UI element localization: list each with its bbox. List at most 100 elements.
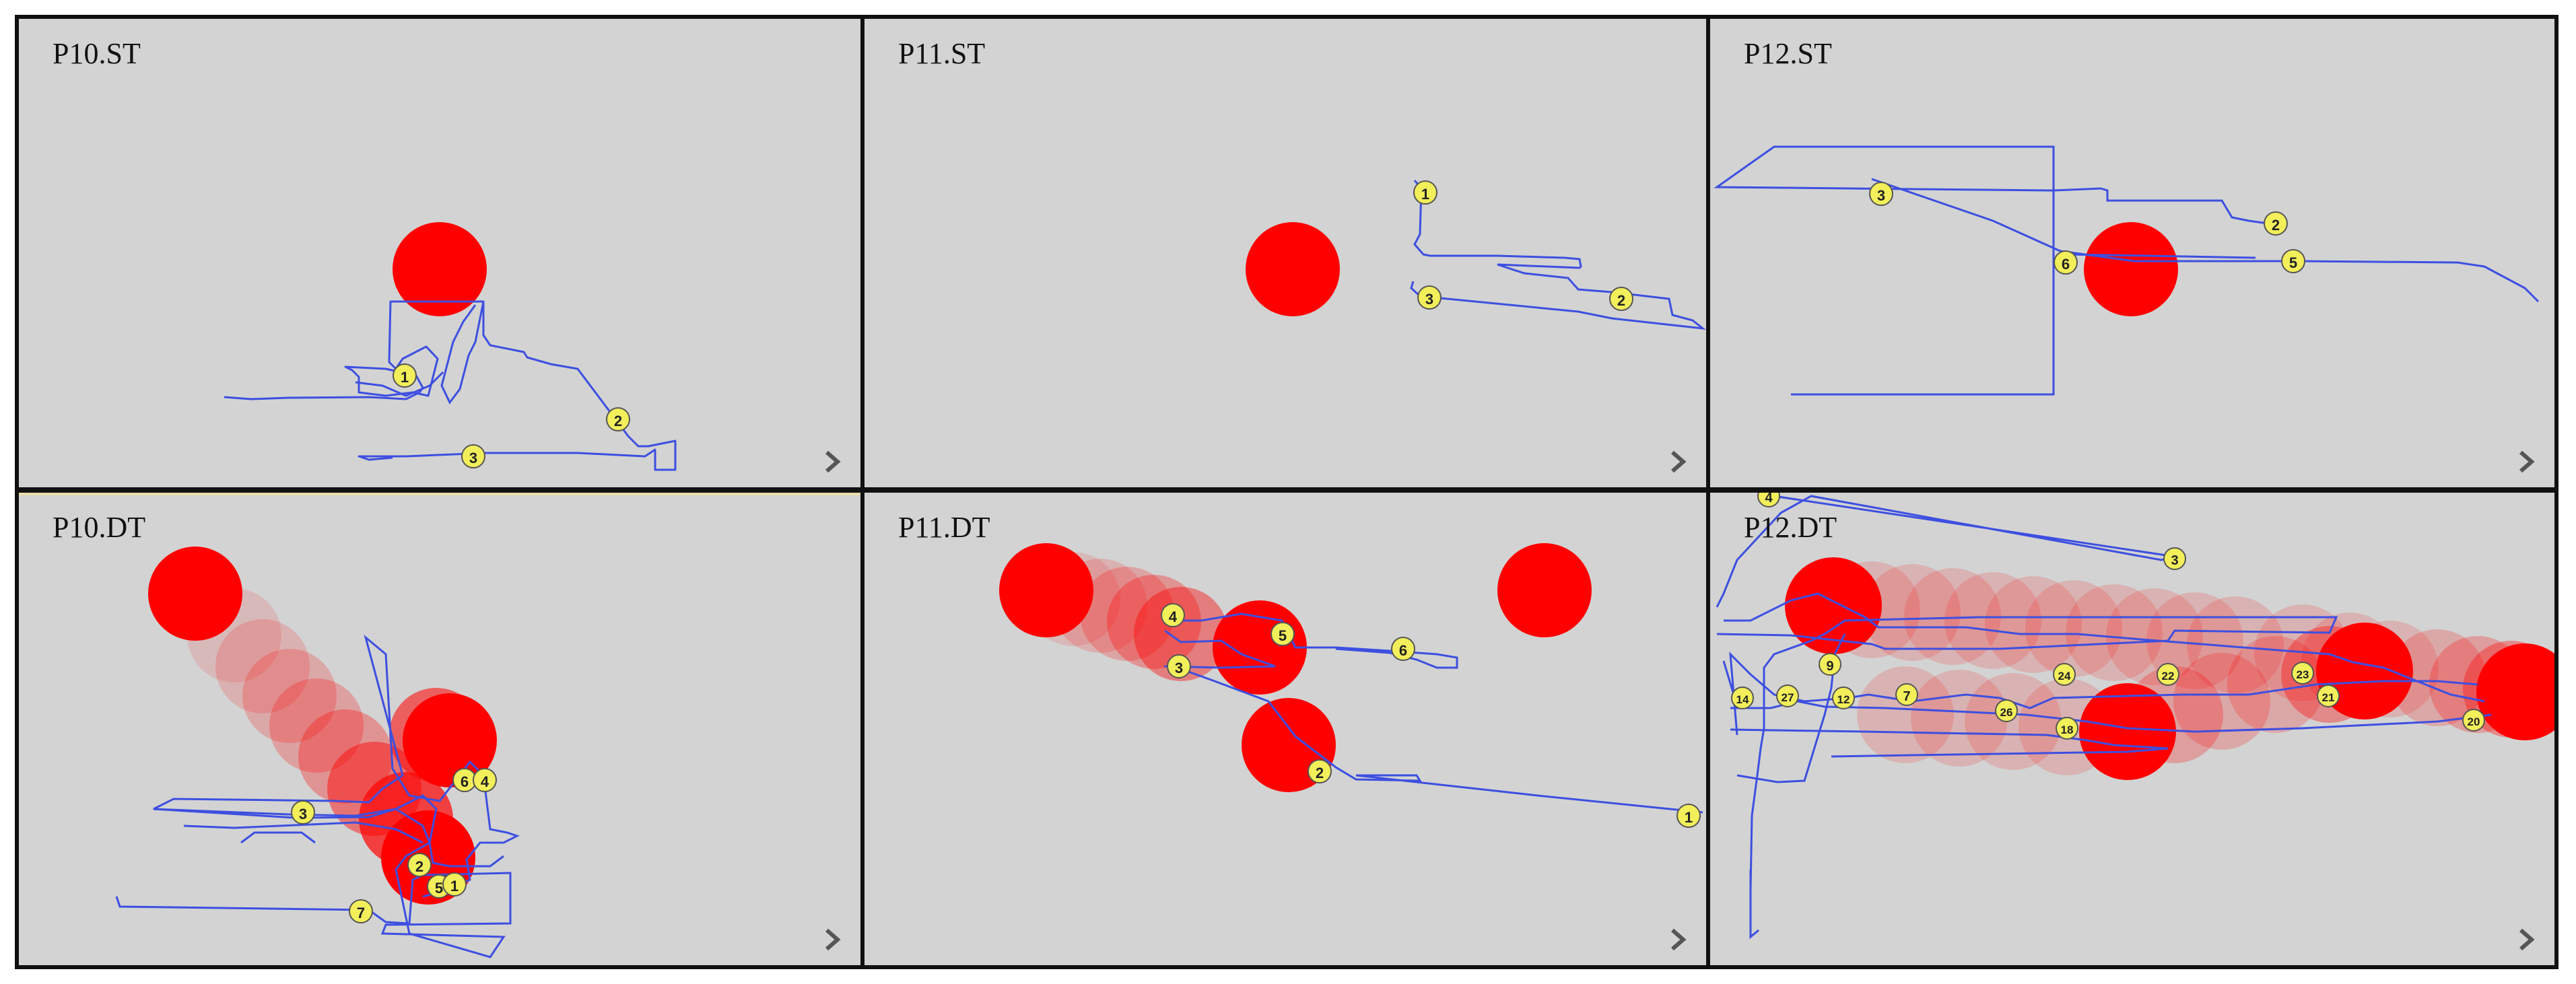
svg-text:21: 21 bbox=[2322, 691, 2335, 704]
target-circle bbox=[2079, 683, 2176, 780]
target-trail bbox=[1904, 568, 2001, 665]
trajectory-path bbox=[183, 821, 423, 844]
target-trail bbox=[1944, 572, 2041, 669]
sequence-marker: 1 bbox=[442, 872, 467, 897]
chevron-right-icon[interactable] bbox=[1663, 447, 1693, 477]
chevron-right-icon[interactable] bbox=[1663, 925, 1693, 954]
svg-text:4: 4 bbox=[1169, 608, 1178, 625]
target-trail bbox=[2025, 580, 2122, 677]
target-trail bbox=[2106, 588, 2203, 685]
target-trail bbox=[215, 619, 310, 713]
trajectory-path bbox=[355, 371, 444, 397]
svg-text:3: 3 bbox=[469, 450, 477, 466]
svg-text:23: 23 bbox=[2297, 668, 2309, 681]
panel-p12-st: 3 2 6 5 P12.ST bbox=[1710, 19, 2554, 487]
sequence-marker: 6 bbox=[1391, 637, 1415, 661]
target-trail bbox=[2389, 629, 2486, 726]
sequence-marker: 5 bbox=[2281, 249, 2305, 273]
sequence-marker: 12 bbox=[1832, 687, 1855, 709]
svg-text:1: 1 bbox=[1421, 186, 1429, 203]
svg-text:2: 2 bbox=[415, 858, 423, 875]
svg-text:2: 2 bbox=[614, 413, 622, 429]
chevron-right-icon[interactable] bbox=[2511, 447, 2541, 477]
target-trail bbox=[2227, 636, 2324, 733]
trajectory-path bbox=[1722, 652, 2478, 736]
sequence-marker: 6 bbox=[452, 768, 477, 792]
panel-title: P11.DT bbox=[898, 511, 990, 544]
target-circle bbox=[2316, 623, 2413, 719]
target-trail bbox=[1026, 552, 1120, 646]
sequence-marker: 5 bbox=[1270, 622, 1295, 646]
svg-text:27: 27 bbox=[1782, 691, 1794, 704]
sequence-marker: 18 bbox=[2056, 717, 2078, 740]
target-trail bbox=[1134, 587, 1228, 681]
trajectory-path bbox=[1714, 145, 2273, 396]
svg-text:22: 22 bbox=[2162, 670, 2175, 682]
target-trail bbox=[1864, 564, 1961, 661]
svg-text:3: 3 bbox=[1425, 291, 1433, 308]
sequence-marker: 9 bbox=[1819, 653, 1841, 676]
sequence-marker: 4 bbox=[1757, 493, 1780, 507]
target-trail bbox=[187, 588, 281, 682]
panel-title: P12.DT bbox=[1744, 511, 1837, 544]
target-circle bbox=[1246, 222, 1340, 316]
svg-text:26: 26 bbox=[2000, 706, 2013, 719]
svg-text:2: 2 bbox=[1617, 292, 1625, 309]
chevron-right-icon[interactable] bbox=[817, 447, 847, 477]
target-trail bbox=[1857, 666, 1954, 763]
trajectory-path bbox=[2066, 253, 2256, 259]
svg-text:20: 20 bbox=[2468, 715, 2480, 728]
target-trail bbox=[2126, 666, 2223, 763]
svg-text:2: 2 bbox=[2272, 217, 2280, 234]
svg-text:5: 5 bbox=[1279, 627, 1287, 644]
sequence-marker: 3 bbox=[1167, 654, 1191, 678]
svg-text:6: 6 bbox=[1399, 642, 1407, 659]
svg-text:4: 4 bbox=[1765, 493, 1773, 505]
panel-p12-dt: 4 3 9 14 27 12 bbox=[1710, 493, 2554, 965]
trajectory-path bbox=[1716, 616, 2338, 890]
sequence-marker: 2 bbox=[407, 853, 432, 877]
sequence-marker: 3 bbox=[1869, 182, 1893, 206]
panel-title: P12.ST bbox=[1744, 37, 1832, 70]
trajectory-scene: 3 2 6 5 bbox=[1714, 145, 2540, 396]
trajectory-path bbox=[1410, 180, 1706, 330]
sequence-marker: 20 bbox=[2462, 709, 2485, 732]
target-circle bbox=[999, 543, 1093, 637]
panel-p10-dt: 3 6 4 2 5 1 7 bbox=[19, 493, 860, 965]
svg-text:6: 6 bbox=[461, 773, 469, 790]
chevron-right-icon[interactable] bbox=[817, 925, 847, 954]
trajectory-path bbox=[224, 300, 677, 471]
sequence-marker: 2 bbox=[606, 407, 630, 431]
trajectory-path bbox=[440, 301, 485, 405]
sequence-marker: 26 bbox=[1995, 699, 2018, 722]
chevron-right-icon[interactable] bbox=[2511, 925, 2541, 954]
sequence-marker: 22 bbox=[2157, 663, 2179, 686]
panel-p11-st: 1 2 3 P11.ST bbox=[865, 19, 1706, 487]
sequence-marker: 27 bbox=[1776, 684, 1799, 707]
target-trail bbox=[1911, 670, 2008, 767]
sequence-marker: 23 bbox=[2291, 662, 2314, 684]
trajectory-path bbox=[1749, 870, 1759, 940]
panel-title: P11.ST bbox=[898, 37, 986, 70]
target-trail bbox=[269, 678, 364, 773]
svg-text:6: 6 bbox=[2062, 256, 2070, 273]
svg-text:3: 3 bbox=[2171, 553, 2178, 568]
target-trail bbox=[1053, 559, 1147, 653]
sequence-marker: 2 bbox=[1308, 759, 1332, 783]
target-circle bbox=[2476, 643, 2554, 740]
svg-text:9: 9 bbox=[1826, 659, 1833, 674]
target-trail bbox=[2066, 584, 2163, 681]
svg-text:12: 12 bbox=[1837, 693, 1850, 706]
trajectory-path bbox=[1730, 728, 2169, 758]
sequence-marker: 7 bbox=[1895, 683, 1918, 706]
panel-title: P10.ST bbox=[53, 37, 141, 70]
target-circle bbox=[1497, 543, 1592, 637]
target-circle bbox=[393, 222, 487, 316]
trajectory-path bbox=[1871, 178, 2540, 303]
trajectory-path bbox=[153, 808, 504, 868]
svg-text:5: 5 bbox=[2289, 254, 2297, 271]
svg-text:2: 2 bbox=[1316, 765, 1324, 781]
target-trail bbox=[298, 709, 393, 804]
target-circle bbox=[148, 547, 242, 641]
sequence-marker: 7 bbox=[349, 899, 373, 923]
